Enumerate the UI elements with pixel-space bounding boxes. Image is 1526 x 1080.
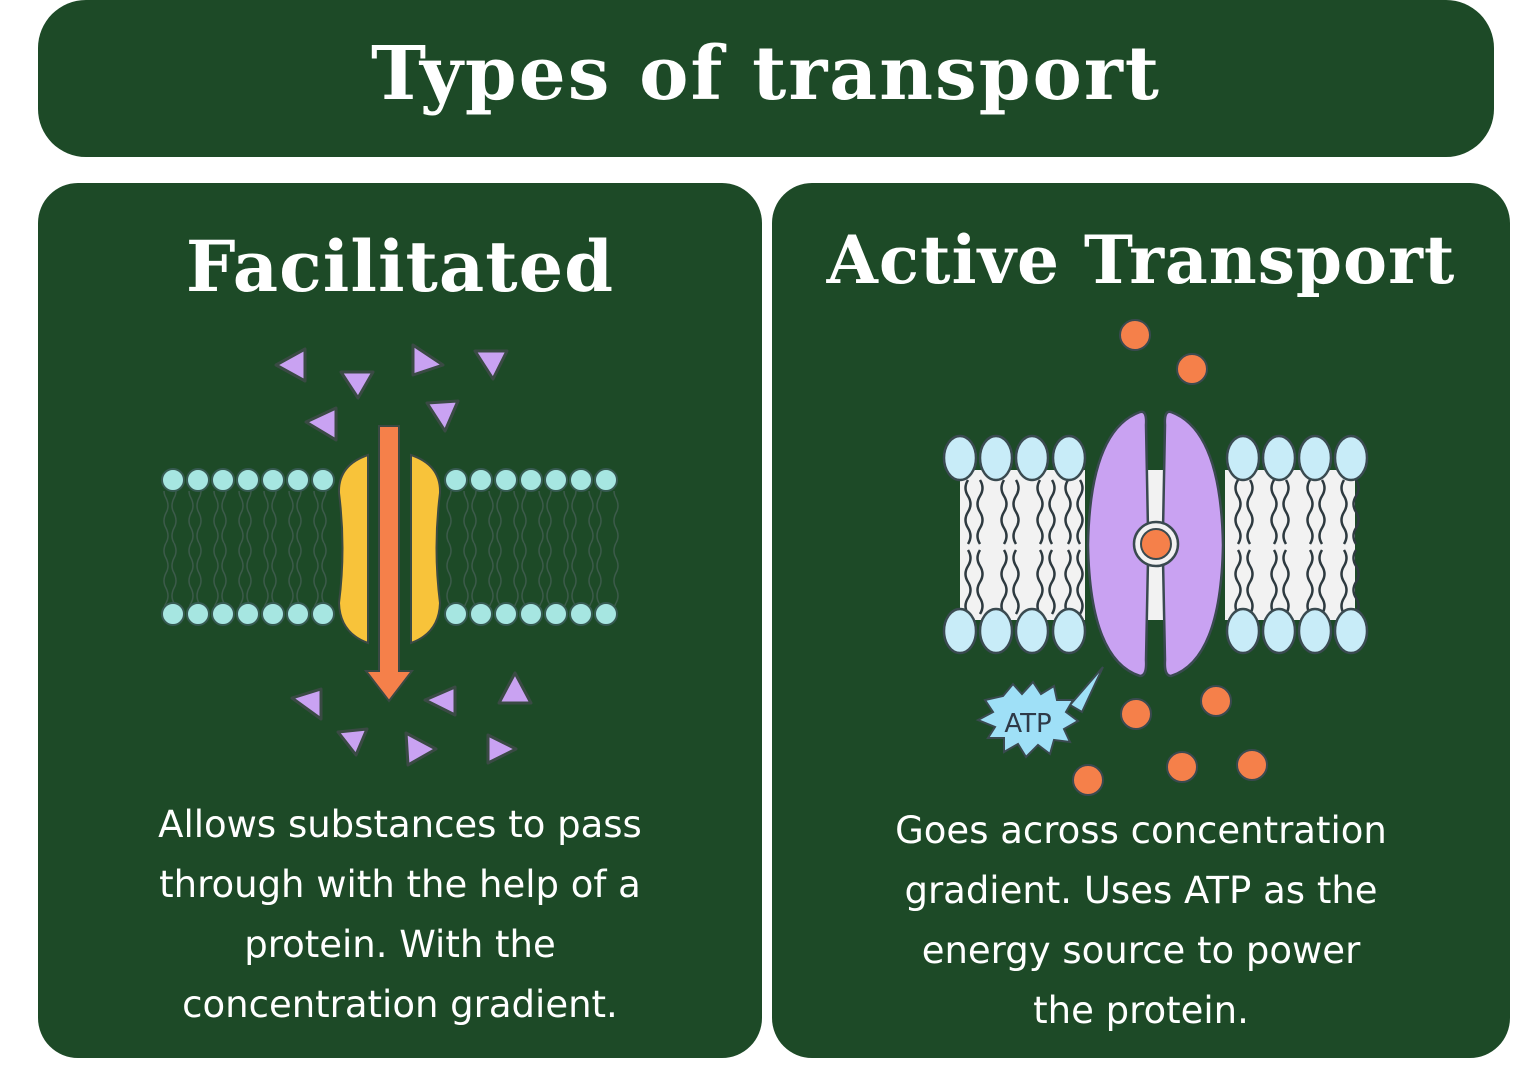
description-line: gradient. Uses ATP as the: [904, 869, 1378, 912]
description-line: Allows substances to pass: [158, 803, 642, 846]
facilitated-description: Allows substances to pass through with t…: [38, 795, 762, 1035]
facilitated-title: Facilitated: [185, 225, 615, 308]
active-transport-description: Goes across concentration gradient. Uses…: [772, 801, 1510, 1041]
atp-burst-icon: ATP: [975, 666, 1104, 759]
description-line: the protein.: [1033, 989, 1249, 1032]
active-transport-pump-icon: ATP: [942, 319, 1369, 796]
facilitated-card: Facilitated: [38, 183, 762, 1058]
description-line: Goes across concentration: [895, 809, 1387, 852]
description-line: through with the help of a: [159, 863, 641, 906]
description-line: protein. With the: [244, 923, 556, 966]
active-transport-card: Active Transport: [772, 183, 1510, 1058]
page-title: Types of transport: [371, 30, 1161, 117]
active-transport-title: Active Transport: [826, 221, 1456, 299]
title-banner: Types of transport: [38, 0, 1494, 157]
facilitated-diffusion-membrane-icon: [160, 343, 619, 767]
description-line: concentration gradient.: [182, 983, 618, 1026]
svg-text:ATP: ATP: [1004, 709, 1051, 739]
description-line: energy source to power: [921, 929, 1361, 972]
